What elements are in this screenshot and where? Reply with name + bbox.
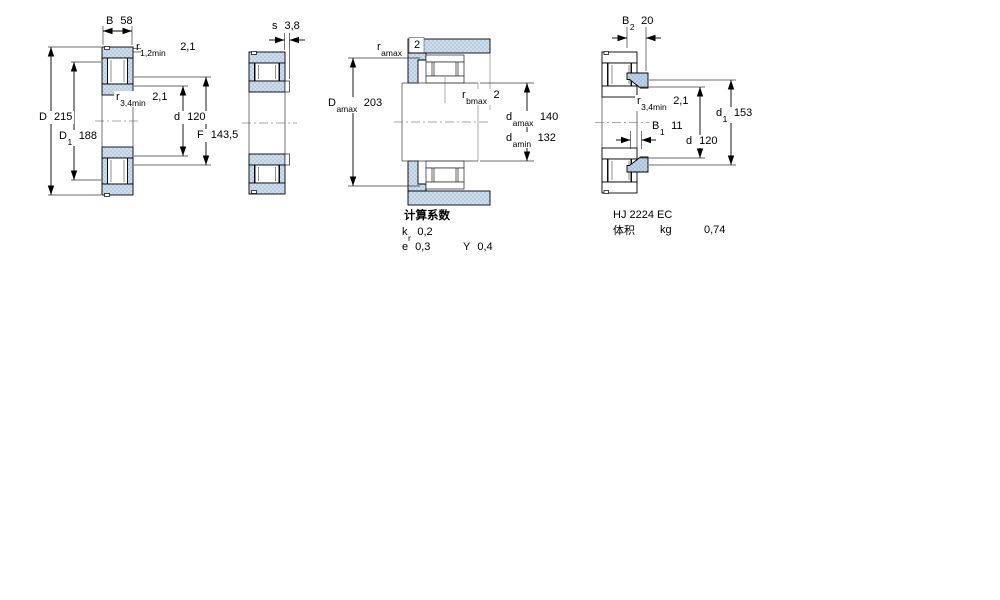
dim-label-rbmax: rbmax2 bbox=[460, 89, 502, 107]
hj-ring-drawing bbox=[595, 27, 736, 194]
calculation-factors-title: 计算系数 bbox=[404, 208, 450, 222]
dim-label-r12min: r1,2min2,1 bbox=[136, 41, 196, 59]
dim-label-r34min-hj: r3,4min2,1 bbox=[635, 95, 691, 113]
dim-label-damin: damin132 bbox=[504, 132, 558, 150]
mass-value: 0,74 bbox=[704, 224, 726, 236]
dim-label-ramax: ramax bbox=[377, 41, 402, 59]
hj-designation: HJ 2224 EC bbox=[613, 209, 673, 221]
dim-label-Damax: Damax203 bbox=[326, 97, 385, 115]
mass-unit: kg bbox=[660, 224, 672, 236]
dim-label-D1: D1188 bbox=[57, 130, 100, 148]
mass-label: 体积 bbox=[613, 224, 635, 237]
dim-label-B1: B111 bbox=[650, 120, 685, 138]
dim-label-r34min: r3,4min2,1 bbox=[114, 91, 170, 109]
dim-value-ramax: 2 bbox=[413, 39, 421, 51]
bearing-section-drawing bbox=[47, 26, 211, 197]
dim-label-damax: damax140 bbox=[504, 111, 561, 129]
factor-kr: kr0,2 bbox=[402, 226, 433, 244]
side-ring-drawing bbox=[242, 33, 305, 195]
dim-label-d1: d1153 bbox=[714, 107, 755, 125]
mounted-arrangement-drawing bbox=[348, 37, 534, 206]
dim-label-B2: B220 bbox=[622, 15, 654, 33]
